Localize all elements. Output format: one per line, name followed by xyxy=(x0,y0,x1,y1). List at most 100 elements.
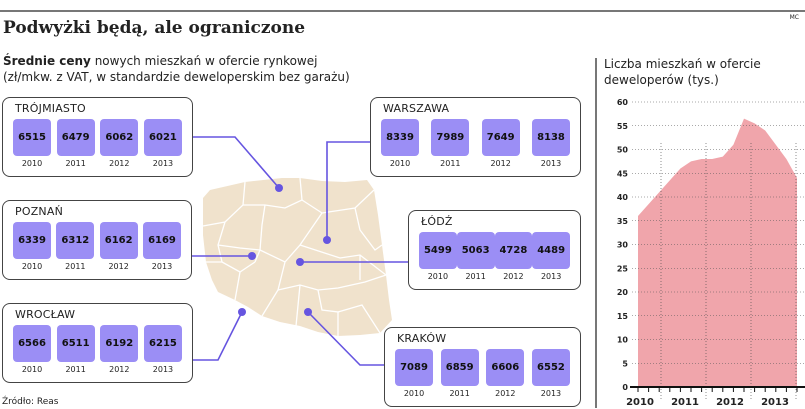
city-name: KRAKÓW xyxy=(397,332,447,345)
year-label: 2012 xyxy=(108,262,129,271)
price-value: 6511 xyxy=(56,325,95,362)
price-value: 6192 xyxy=(100,325,139,362)
y-tick-label: 50 xyxy=(617,146,629,155)
year-label: 2012 xyxy=(495,389,516,398)
price-cell: 8138 2013 xyxy=(531,119,570,168)
price-cell: 4728 2012 xyxy=(494,232,533,281)
year-label: 2011 xyxy=(440,159,461,168)
subtitle: Średnie ceny nowych mieszkań w ofercie r… xyxy=(3,53,350,85)
y-tick-label: 0 xyxy=(622,383,628,392)
city-dots xyxy=(238,184,331,316)
price-value: 7089 xyxy=(395,349,433,386)
city-name: POZNAŃ xyxy=(15,205,64,218)
price-value: 5063 xyxy=(456,232,495,269)
x-tick-label: 2010 xyxy=(626,397,654,408)
year-label: 2011 xyxy=(65,365,86,374)
subtitle-line2: (zł/mkw. z VAT, w standardzie dewelopers… xyxy=(3,70,350,84)
price-cell: 6162 2012 xyxy=(99,222,138,271)
price-value: 6606 xyxy=(486,349,525,386)
year-label: 2011 xyxy=(65,262,86,271)
year-label: 2013 xyxy=(540,272,562,281)
price-cell: 6859 2011 xyxy=(440,349,479,398)
area-series xyxy=(638,118,797,387)
year-label: 2013 xyxy=(540,159,562,168)
price-cell: 6566 2010 xyxy=(13,325,51,374)
y-tick-label: 30 xyxy=(617,241,629,250)
price-cell: 6606 2012 xyxy=(486,349,525,398)
price-value: 6566 xyxy=(13,325,51,362)
price-value: 6062 xyxy=(100,119,139,156)
price-value: 6515 xyxy=(13,119,51,156)
price-value: 6479 xyxy=(56,119,95,156)
price-cell: 6515 2010 xyxy=(13,119,51,168)
year-label: 2011 xyxy=(449,389,470,398)
top-rule xyxy=(0,10,805,12)
y-tick-label: 10 xyxy=(617,336,629,345)
y-tick-label: 45 xyxy=(617,169,629,178)
year-label: 2013 xyxy=(152,159,174,168)
year-label: 2012 xyxy=(109,159,130,168)
y-tick-label: 40 xyxy=(617,193,629,202)
price-cell: 6192 2012 xyxy=(100,325,139,374)
year-label: 2013 xyxy=(152,365,174,374)
price-value: 7649 xyxy=(481,119,520,156)
x-tick-label: 2013 xyxy=(761,397,789,408)
price-value: 8339 xyxy=(381,119,419,156)
year-label: 2010 xyxy=(21,159,43,168)
price-value: 6859 xyxy=(440,349,479,386)
price-value: 6339 xyxy=(13,222,51,259)
price-value: 6552 xyxy=(531,349,570,386)
year-label: 2011 xyxy=(465,272,486,281)
city-name: WARSZAWA xyxy=(383,102,450,115)
price-value: 6312 xyxy=(56,222,95,259)
price-cell: 6339 2010 xyxy=(13,222,51,271)
year-label: 2012 xyxy=(109,365,130,374)
chart-title-line1: Liczba mieszkań w ofercie xyxy=(604,57,761,71)
price-cells: 6566 2010 6511 2011 6192 2012 6215 2013 xyxy=(13,325,182,374)
price-value: 4489 xyxy=(532,232,570,269)
price-cell: 6312 2011 xyxy=(56,222,95,271)
price-value: 6021 xyxy=(143,119,182,156)
price-value: 8138 xyxy=(531,119,570,156)
price-cell: 6552 2013 xyxy=(531,349,570,398)
y-tick-label: 60 xyxy=(617,98,629,107)
price-value: 4728 xyxy=(494,232,533,269)
year-label: 2010 xyxy=(389,159,411,168)
map-layer xyxy=(192,136,408,366)
price-cell: 4489 2013 xyxy=(532,232,570,281)
panel-divider xyxy=(595,58,597,408)
price-cell: 6215 2013 xyxy=(143,325,182,374)
price-value: 6162 xyxy=(99,222,138,259)
year-label: 2010 xyxy=(21,365,43,374)
year-label: 2010 xyxy=(21,262,43,271)
credit: MC xyxy=(789,14,799,21)
year-label: 2013 xyxy=(540,389,562,398)
city-name: TRÓJMIASTO xyxy=(15,102,86,115)
source-note: Źródło: Reas xyxy=(2,397,59,407)
year-label: 2012 xyxy=(503,272,524,281)
subtitle-rest: nowych mieszkań w ofercie rynkowej xyxy=(90,54,318,68)
y-tick-label: 25 xyxy=(617,264,629,273)
price-cell: 8339 2010 xyxy=(381,119,419,168)
poland-map xyxy=(202,177,392,336)
price-value: 6215 xyxy=(143,325,182,362)
x-tick-label: 2011 xyxy=(671,397,699,408)
subtitle-bold: Średnie ceny xyxy=(3,54,91,68)
price-cell: 6511 2011 xyxy=(56,325,95,374)
